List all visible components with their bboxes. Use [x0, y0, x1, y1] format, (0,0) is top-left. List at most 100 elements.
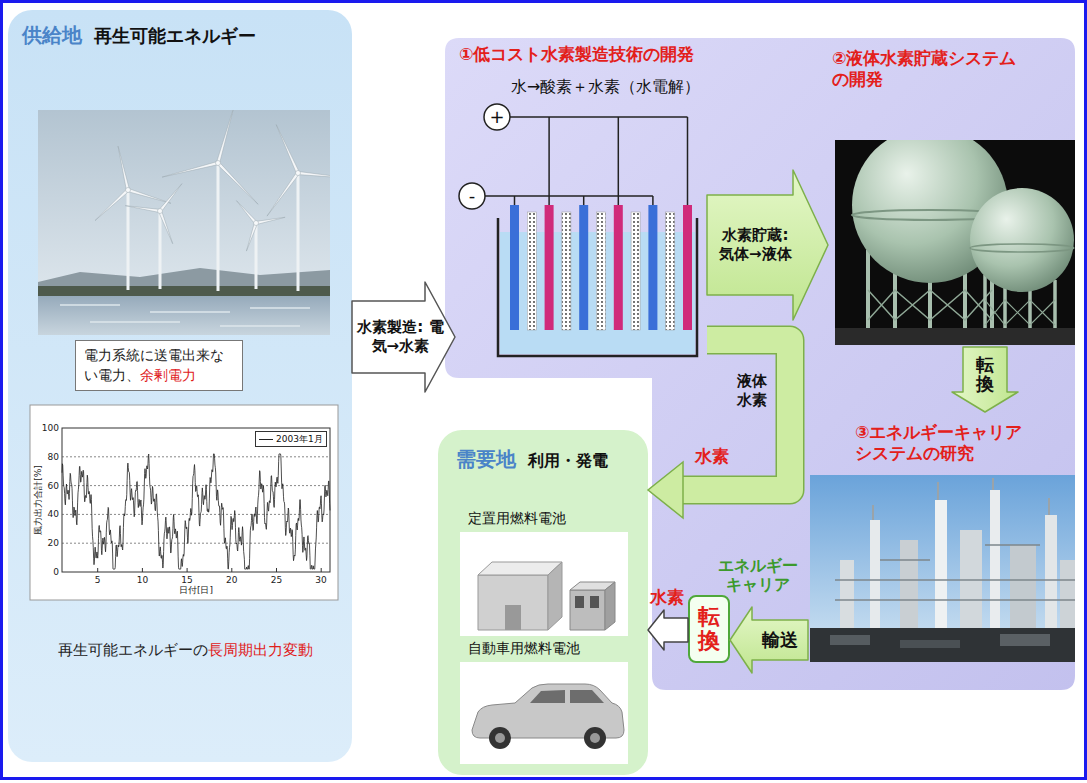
wind-turbine: [126, 188, 131, 193]
wind-turbine: [158, 209, 163, 214]
wind-farm-photo: [38, 110, 330, 335]
band-arrow: [683, 340, 790, 490]
section-heading: ②液体水素貯蔵システム の開発: [832, 48, 1037, 91]
car-fuel-cell-picture: [489, 727, 511, 749]
wind-farm-photo: [38, 286, 330, 296]
reaction-formula: 水→酸素＋水素（水電解）: [511, 77, 703, 98]
wire: [514, 196, 516, 205]
storage-tank-photo: [985, 300, 1055, 325]
stationary-fuel-cell-picture: [505, 605, 521, 630]
stationary-fuel-cell-picture: [460, 532, 628, 636]
legend-line-sample: [259, 439, 273, 440]
refinery-photo: [873, 478, 1049, 520]
wind-turbine: [162, 161, 218, 177]
storage-tank-photo: [868, 250, 992, 330]
stationary-fuel-cell-picture: [460, 532, 628, 636]
chart-caption: 再生可能エネルギーの長周期出力変動: [30, 640, 340, 660]
wind-turbine: [255, 223, 258, 289]
wind-turbine: [298, 171, 330, 178]
wind-turbine: [256, 217, 285, 224]
section-heading: ③エネルギーキャリア システムの研究: [855, 422, 1045, 465]
electrode: [631, 212, 640, 330]
output-chart: [62, 457, 330, 543]
electrolysis-cell: [459, 183, 485, 209]
electrode: [579, 205, 588, 330]
wind-turbine: [297, 173, 300, 291]
storage-tank-photo: [835, 140, 1075, 345]
wind-turbine: [125, 206, 160, 213]
wind-turbine: [217, 163, 220, 291]
refinery-photo: [960, 530, 982, 660]
block-arrow: [730, 607, 808, 673]
refinery-photo: [990, 490, 1000, 660]
flow-arrow: [707, 170, 828, 320]
axis-tick: 80: [39, 451, 59, 463]
carrier-region: ③エネルギーキャリア システムの研究: [808, 412, 1075, 664]
band-arrow-outline: [683, 340, 790, 490]
electrode: [666, 212, 675, 330]
wind-turbine: [95, 110, 330, 291]
note-box: 電力系統に送電出来な い電力、余剰電力: [75, 340, 243, 391]
storage-tank-photo: [835, 328, 1075, 345]
electrode: [510, 205, 692, 330]
electrolysis-cell: [459, 104, 697, 356]
wire: [485, 195, 653, 197]
storage-tank-photo: [835, 140, 1075, 345]
legend-entry: 2003年1月: [259, 433, 323, 445]
block-arrow: [952, 347, 1018, 412]
refinery-photo: [835, 545, 1075, 600]
output-chart: [30, 405, 338, 600]
electrolysis-cell: [500, 232, 695, 354]
axis-tick: 15: [177, 574, 197, 586]
car-fuel-cell-picture: [590, 733, 600, 743]
stationary-fuel-cell-picture: [570, 590, 605, 630]
storage-tank-photo: [985, 275, 1055, 330]
terminal-sign: +: [484, 106, 510, 128]
axis-tick: 20: [39, 537, 59, 549]
refinery-photo: [810, 628, 1075, 662]
axis-tick: 5: [88, 574, 108, 586]
car-fuel-cell-picture: [584, 727, 606, 749]
axis-title: 日付[日]: [166, 584, 226, 596]
flow-label: 水素: [650, 586, 684, 609]
wire: [618, 117, 620, 205]
wind-turbine: [128, 188, 171, 203]
electrode: [527, 212, 536, 330]
storage-tank-photo: [852, 210, 1008, 220]
wind-farm-photo: [38, 296, 330, 335]
production-region: ①低コスト水素製造技術の開発水→酸素＋水素（水電解）: [455, 40, 707, 360]
flow-arrow: [648, 610, 688, 650]
wind-turbine: [159, 210, 173, 243]
axis-tick: 0: [39, 566, 59, 578]
note-highlight: 余剰電力: [140, 367, 196, 383]
wind-turbine: [95, 189, 129, 221]
wind-turbine: [216, 110, 233, 163]
region-title: 供給地: [22, 22, 82, 49]
refinery-photo: [900, 540, 918, 660]
block-arrow: [648, 610, 688, 650]
stationary-fuel-cell-picture: [570, 582, 615, 590]
caption-text: 再生可能エネルギーの: [58, 641, 208, 659]
electrode: [683, 205, 692, 330]
wind-turbine: [246, 222, 257, 251]
stationary-fuel-cell-picture: [478, 562, 562, 575]
wind-farm-photo: [38, 110, 330, 335]
electrode: [562, 212, 571, 330]
refinery-photo: [1000, 634, 1050, 646]
refinery-photo: [1060, 560, 1075, 660]
wire: [652, 196, 654, 205]
arrow-label: 水素貯蔵: 気体→液体: [715, 226, 795, 264]
refinery-photo: [840, 560, 854, 660]
output-chart: [98, 568, 322, 572]
flow-label: 水素: [695, 445, 729, 468]
output-chart: [30, 405, 338, 600]
region-title: 需要地: [456, 446, 516, 473]
arrow-label: 水素製造: 電気→水素: [355, 318, 445, 356]
car-fuel-cell-picture: [460, 662, 628, 764]
electrolysis-cell: [498, 218, 697, 356]
caption-highlight: 長周期出力変動: [208, 641, 313, 659]
electrode: [510, 205, 519, 330]
wind-turbine: [236, 201, 257, 224]
